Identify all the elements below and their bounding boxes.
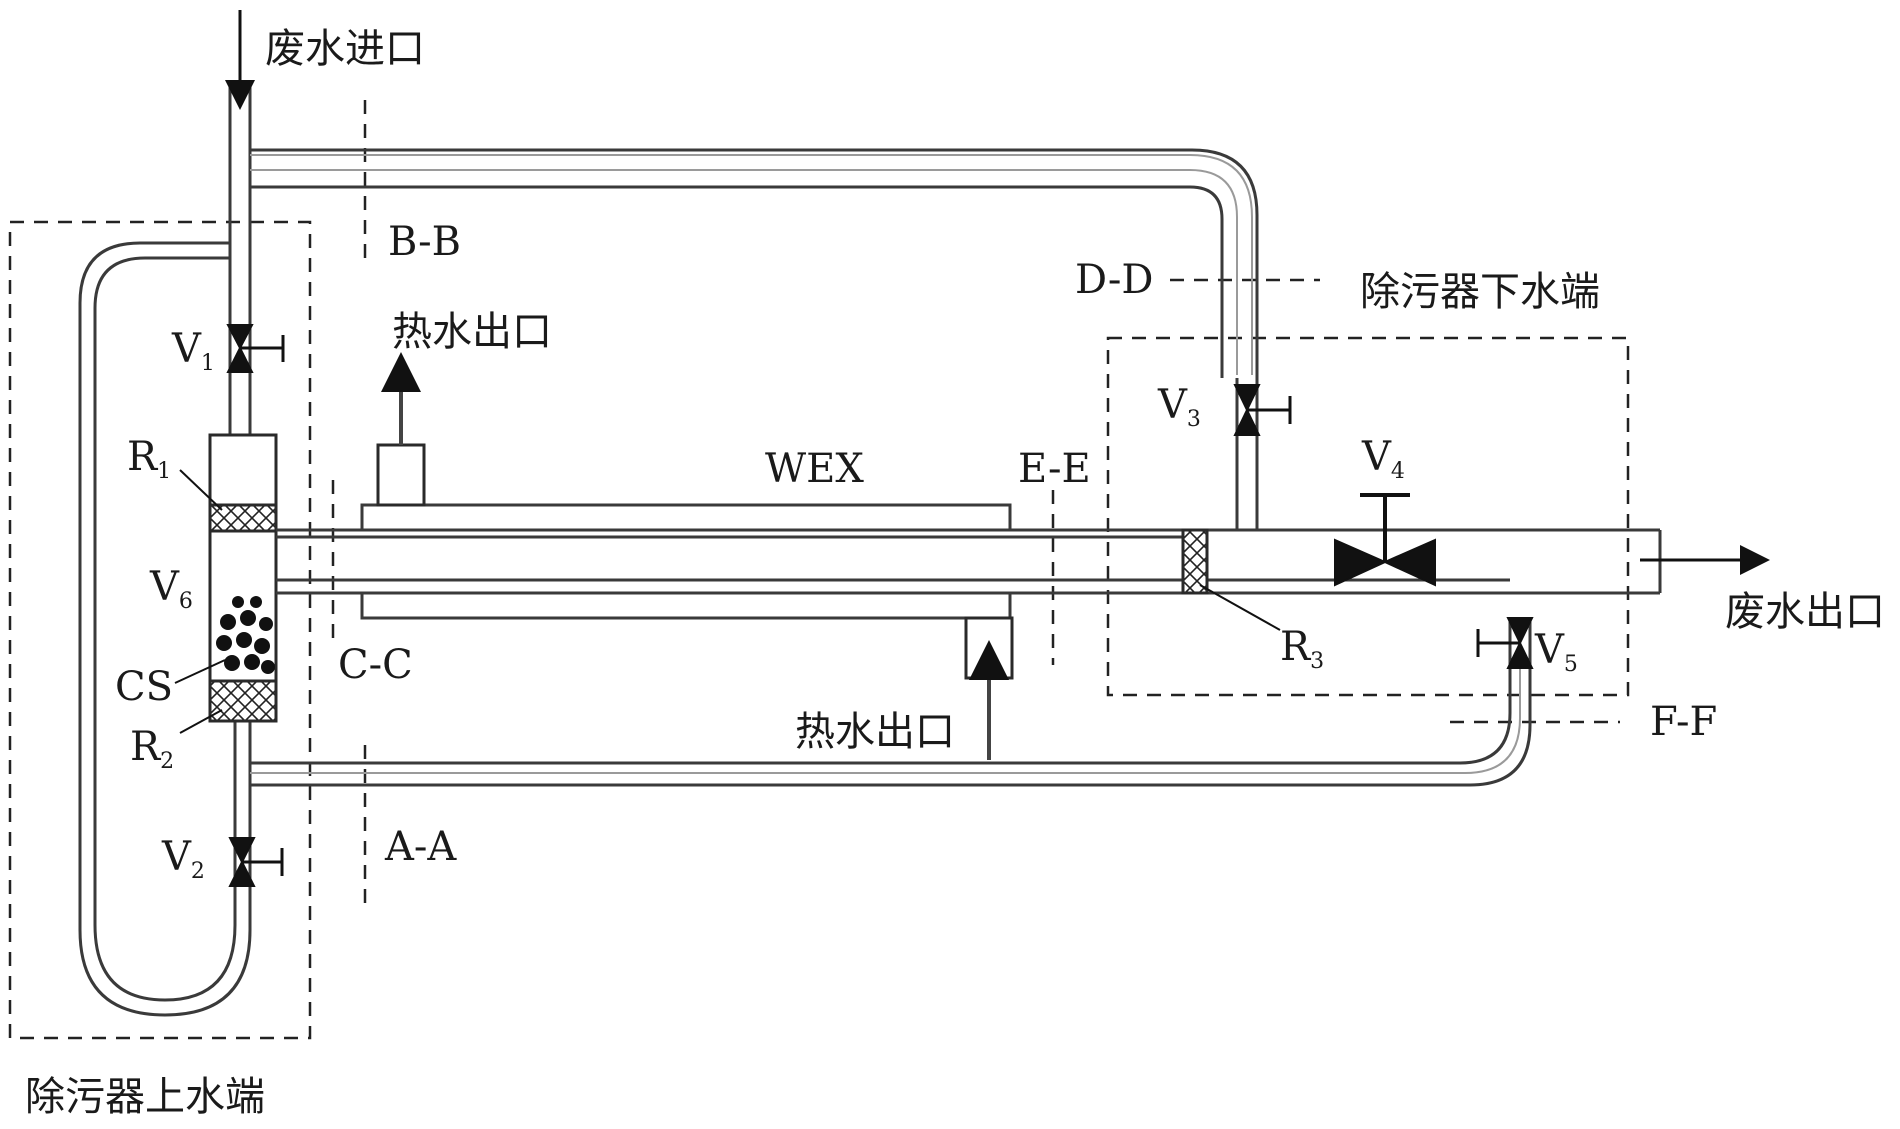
label-section-bb: B-B [388,219,461,265]
label-cs: CS [115,664,173,710]
r2-leader [179,709,223,734]
label-v1: V1 [171,326,215,376]
valve-v3[interactable] [1233,384,1292,436]
filter-r2 [208,679,278,723]
label-v5: V5 [1534,627,1578,677]
label-wex: WEX [765,446,864,492]
label-v6: V6 [149,564,193,614]
heat-exchanger-shell [360,503,1012,620]
label-hot-water-outlet-top: 热水出口 [392,309,552,355]
left-loop-pipe [78,241,252,1017]
label-r2: R2 [130,724,174,774]
dd-pipe [1235,378,1259,530]
upper-end-box [8,220,312,1040]
label-section-cc: C-C [338,642,413,688]
label-section-aa: A-A [384,824,457,870]
label-wastewater-outlet: 废水出口 [1725,589,1885,635]
inlet-pipe [228,85,252,435]
valve-v4[interactable] [1334,493,1436,587]
label-r1: R1 [127,434,171,484]
label-section-ff: F-F [1650,699,1717,745]
label-section-dd: D-D [1075,257,1153,303]
r3-leader [1199,584,1281,631]
label-section-ee: E-E [1018,446,1091,492]
hot-water-nozzle-top [376,443,426,507]
vessel-v6 [208,529,278,683]
main-tube [276,528,1662,595]
vessel-top-cap [208,433,278,507]
filter-r3 [1181,528,1209,595]
label-wastewater-inlet: 废水进口 [265,26,425,72]
valve-v2[interactable] [228,837,284,887]
top-bypass-pipe [250,148,1259,378]
label-lower-end: 除污器下水端 [1360,269,1600,315]
label-r3: R3 [1280,624,1324,674]
label-v2: V2 [161,834,205,884]
label-v3: V3 [1157,382,1201,432]
bottom-bypass-pipe [250,620,1532,787]
label-v4: V4 [1361,434,1405,484]
cs-leader [174,659,226,684]
r1-leader [179,469,223,511]
label-hot-water-outlet-bottom: 热水出口 [795,709,955,755]
cs-particles [216,596,275,674]
valve-v5[interactable] [1476,617,1534,669]
valve-v1[interactable] [226,324,285,373]
lower-end-box [1106,336,1630,697]
label-upper-end: 除污器上水端 [25,1074,265,1120]
